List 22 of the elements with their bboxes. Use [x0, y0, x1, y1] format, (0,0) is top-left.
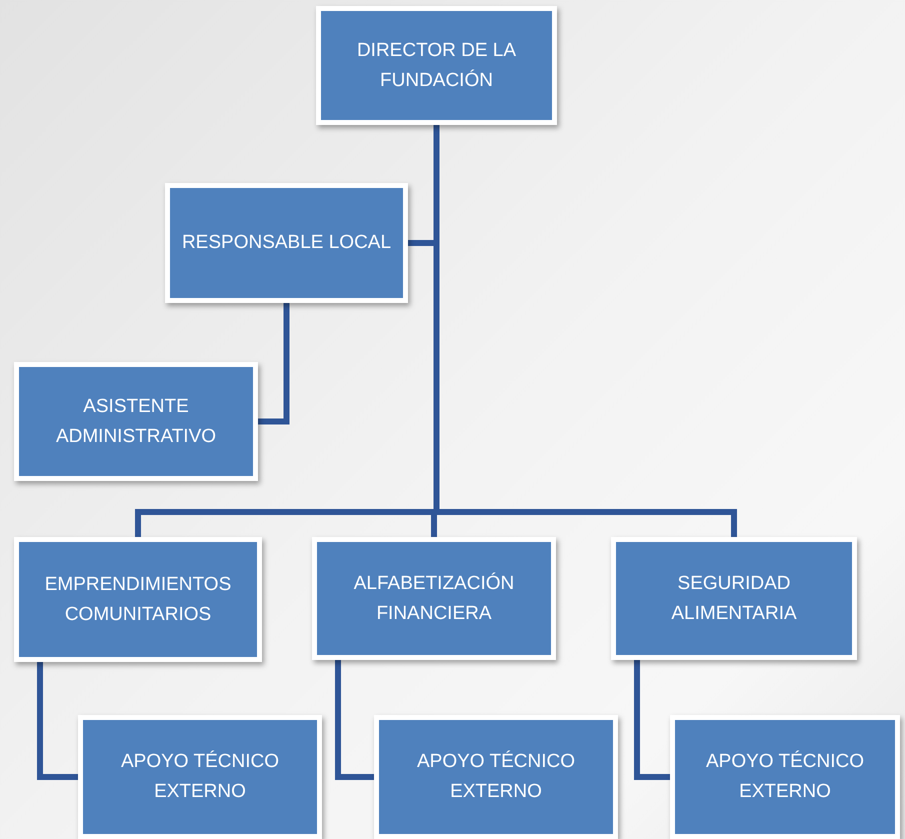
org-box — [14, 362, 258, 481]
role-label: RESPONSABLE LOCAL — [182, 231, 392, 255]
connector-line — [37, 662, 78, 780]
role-label: APOYO TÉCNICO EXTERNO — [416, 750, 576, 804]
org-box — [670, 715, 900, 839]
org-box — [165, 183, 408, 303]
role-label: APOYO TÉCNICO EXTERNO — [704, 750, 865, 804]
connector-line — [335, 660, 374, 780]
connector-line — [634, 660, 670, 780]
org-box — [14, 537, 262, 662]
role-label: DIRECTOR DE LA FUNDACIÓN — [356, 38, 518, 92]
connector-line — [258, 303, 290, 424]
org-box — [312, 537, 556, 660]
role-label: ASISTENTE ADMINISTRATIVO — [54, 394, 218, 448]
org-box — [316, 6, 557, 125]
role-label: SEGURIDAD ALIMENTARIA — [670, 572, 798, 626]
role-label: APOYO TÉCNICO EXTERNO — [120, 750, 280, 804]
org-box — [78, 715, 322, 839]
org-box — [611, 537, 857, 660]
role-label: EMPRENDIMIENTOS COMUNITARIOS — [44, 572, 232, 626]
role-label: ALFABETIZACIÓN FINANCIERA — [352, 572, 516, 626]
org-box — [374, 715, 618, 839]
